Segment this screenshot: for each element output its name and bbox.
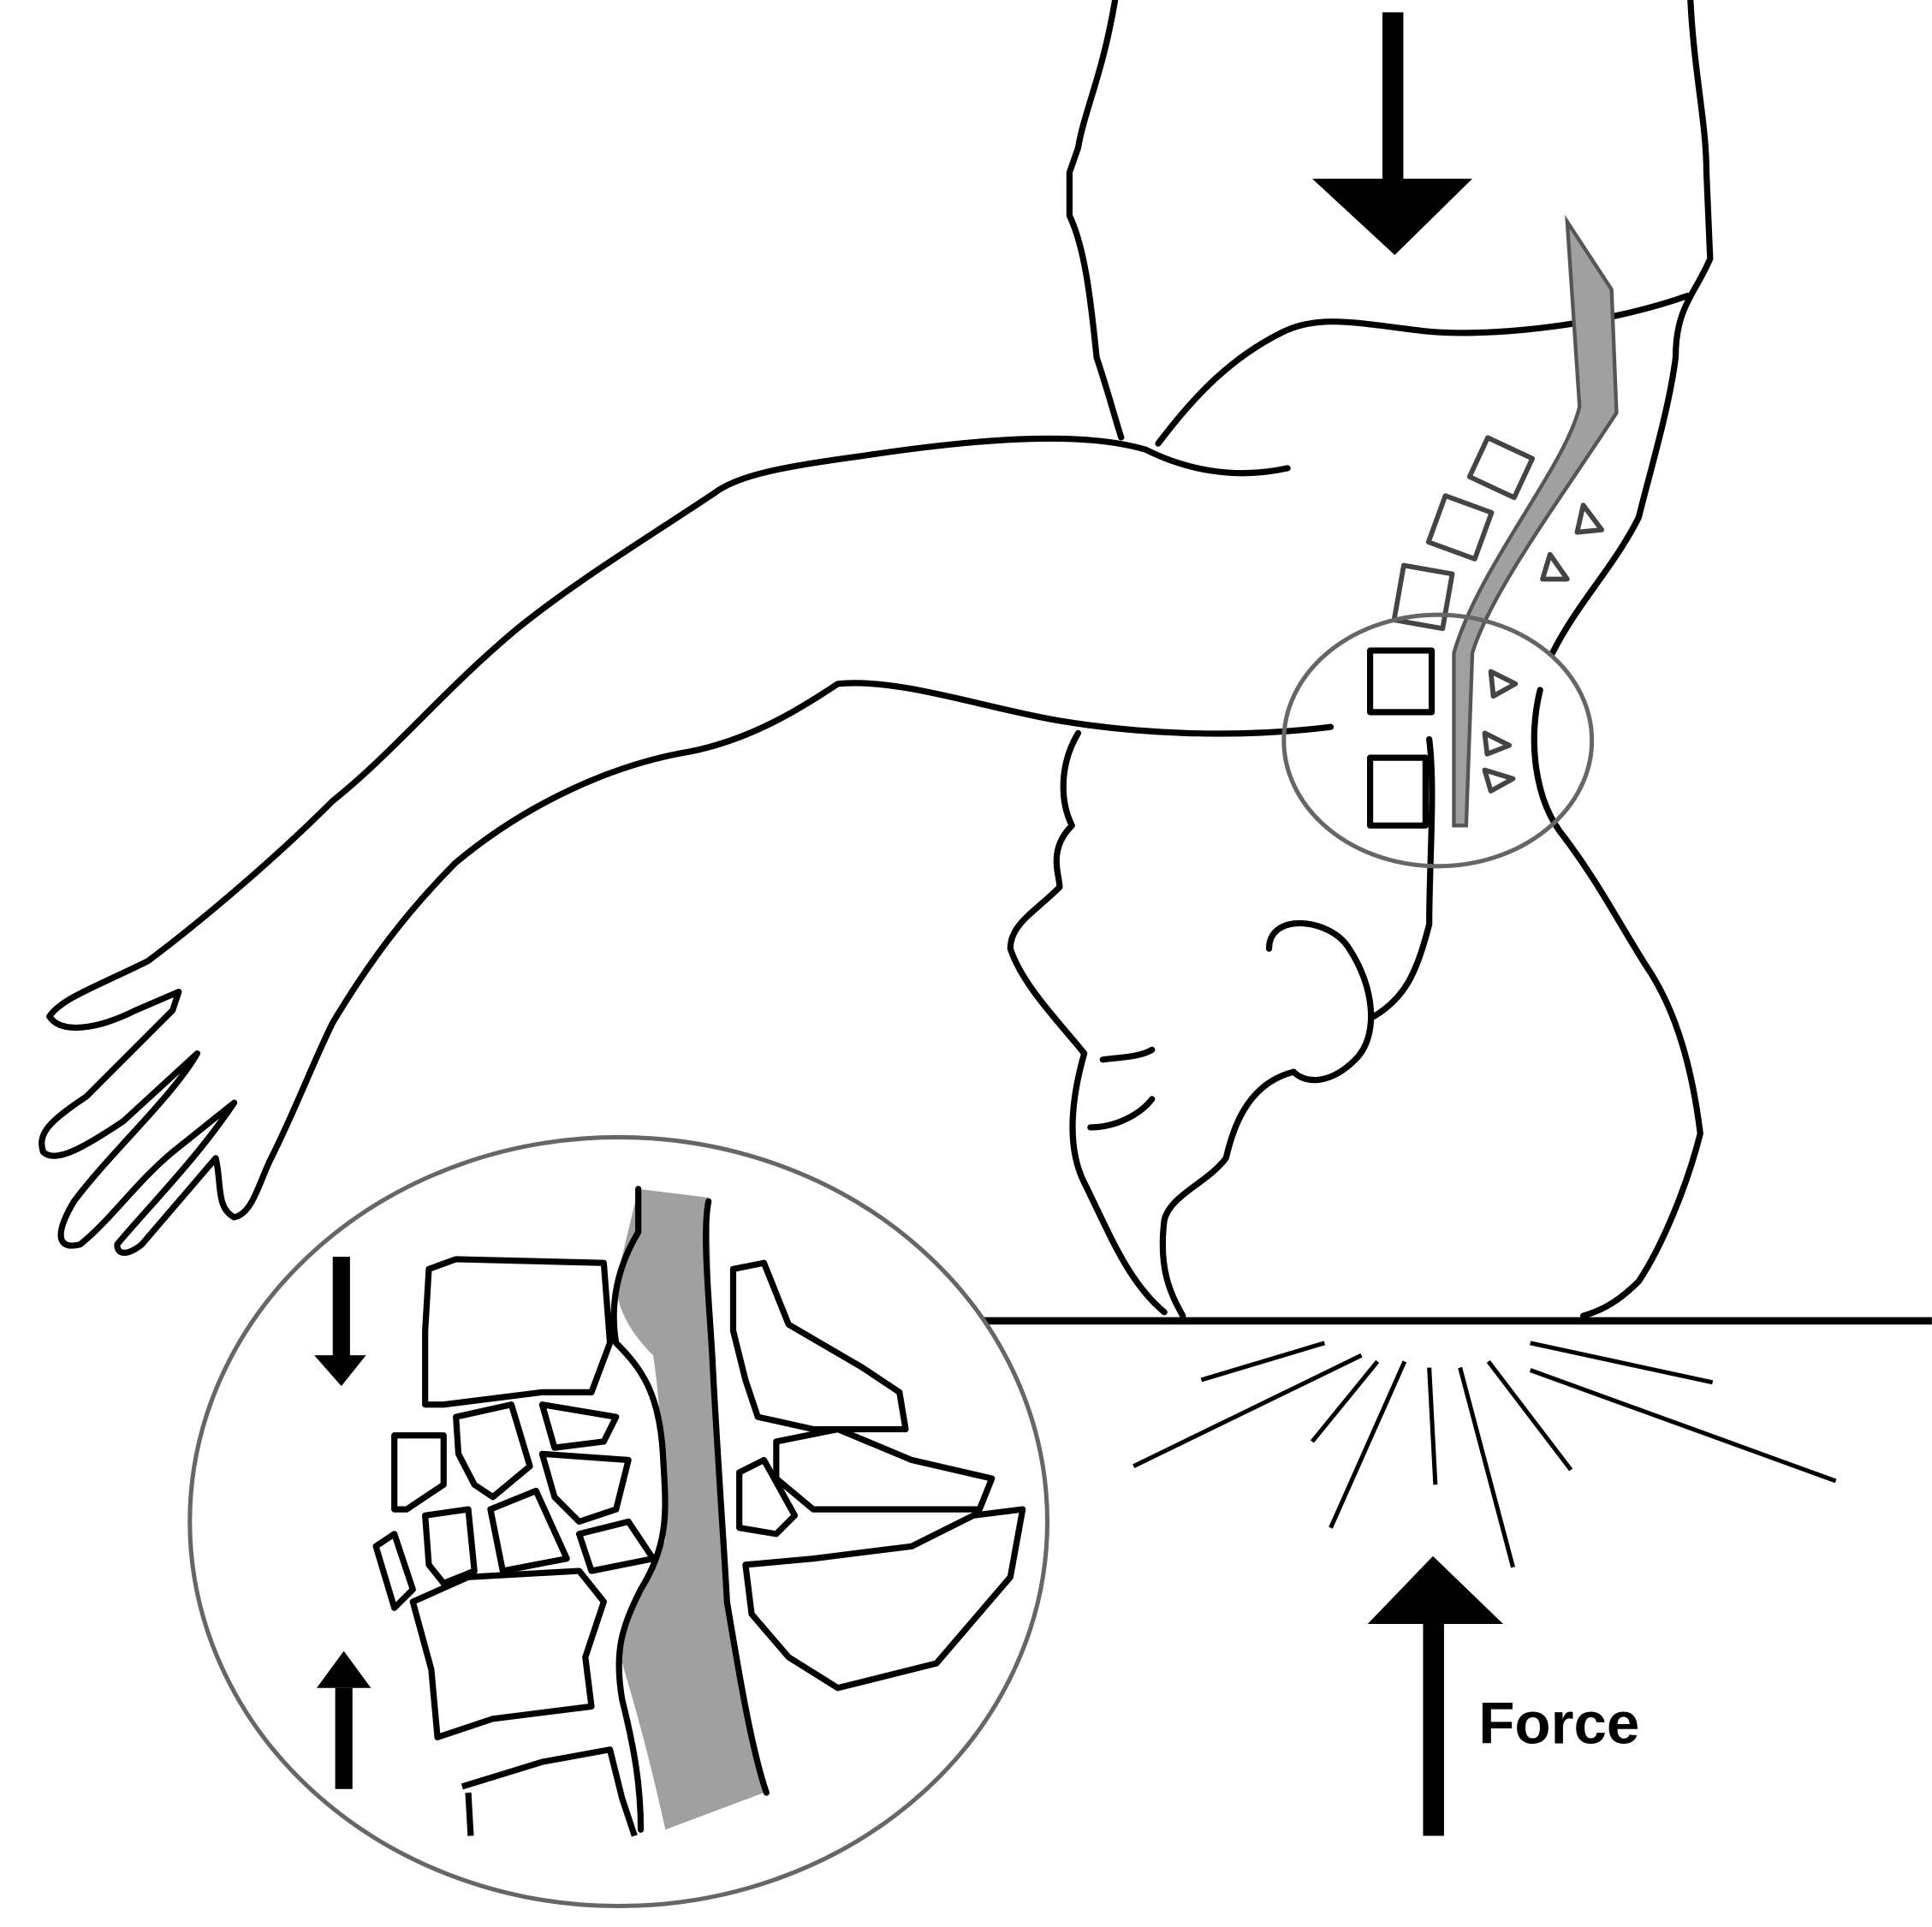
inset-compression-arrow-down [314,1257,366,1387]
infant-head-outline [1007,729,1168,1316]
infant-body-outline [1159,687,1703,1319]
adult-fingers [39,435,1335,1256]
spinal-cord-magnified [615,1188,764,1830]
downward-force-arrow [1311,12,1473,255]
adult-arm-outline-right [1549,0,1714,657]
highlight-circle-small [1281,612,1595,869]
vertebrae-magnified [372,1256,1026,1837]
adult-sleeve [1155,292,1691,447]
impact-lines [1132,1341,1837,1568]
vertebrae-small [1366,435,1605,829]
adult-arm-outline [1066,0,1125,441]
force-label: Force [1478,1690,1639,1757]
upward-force-arrow [1367,1555,1504,1836]
spinal-cord-small [1452,214,1619,828]
infant-mouth [1087,1096,1156,1131]
infant-eye [1099,1046,1156,1063]
inset-compression-arrow-up [317,1650,372,1789]
spinal-canal-edge [610,1186,770,1833]
infant-ear [1265,919,1375,1084]
